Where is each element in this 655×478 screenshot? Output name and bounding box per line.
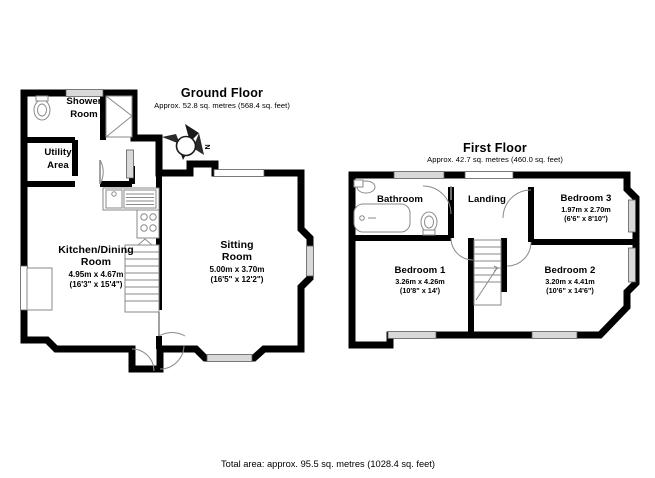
room-label-bedroom-3: Bedroom 3 <box>560 193 612 204</box>
room-label-shower-room-line1: Shower <box>66 96 102 107</box>
room-dim-sitting-room-metric: 5.00m x 3.70m <box>209 265 265 274</box>
first-floor-subtitle: Approx. 42.7 sq. metres (460.0 sq. feet) <box>427 155 563 164</box>
compass-north-label: N <box>202 144 210 150</box>
first-floor-drawing <box>348 171 640 349</box>
compass-rose-icon <box>162 124 204 160</box>
room-label-bedroom-2: Bedroom 2 <box>544 265 596 276</box>
room-dim-sitting-room-imperial: (16'5" x 12'2") <box>210 275 264 284</box>
ground-floor-doors <box>99 159 186 372</box>
room-dim-bedroom-1-imperial: (10'8" x 14') <box>399 286 441 295</box>
door-swing-bedroom3 <box>502 189 532 219</box>
kitchen-fixtures <box>102 187 160 239</box>
sink-icon <box>105 189 123 209</box>
bath-icon <box>353 203 411 233</box>
first-floor-title: First Floor <box>462 141 527 155</box>
room-label-sitting-room-line2: Room <box>221 251 253 263</box>
ground-floor-windows <box>20 89 314 362</box>
door-swing-bedroom1 <box>450 237 474 261</box>
bathroom-fixtures <box>353 179 438 236</box>
first-floor-doors <box>422 185 532 267</box>
room-label-sitting-room-line1: Sitting <box>220 239 254 251</box>
door-swing-bedroom2 <box>506 241 532 267</box>
room-dim-bedroom-1-metric: 3.26m x 4.26m <box>395 277 445 286</box>
door-swing-bathroom <box>422 185 452 215</box>
room-dim-kitchen-dining-imperial: (16'3" x 15'4") <box>69 280 123 289</box>
door-swing-sitting <box>158 332 186 337</box>
room-dim-bedroom-3-metric: 1.97m x 2.70m <box>561 205 611 214</box>
hob-icon <box>123 189 157 209</box>
ground-floor-title: Ground Floor <box>180 86 264 100</box>
room-dim-kitchen-dining-metric: 4.95m x 4.67m <box>68 270 124 279</box>
ground-floor-outer-wall <box>20 89 314 373</box>
room-label-kitchen-dining-line2: Room <box>80 256 112 268</box>
kitchen-left-unit <box>26 267 53 311</box>
room-label-shower-room-line2: Room <box>70 109 98 120</box>
first-floor-stairs <box>473 239 502 306</box>
ground-floor-drawing <box>20 89 314 373</box>
total-area-label: Total area: approx. 95.5 sq. metres (102… <box>221 459 435 469</box>
room-label-utility-area-line1: Utility <box>44 147 72 158</box>
door-swing-kitchen-rear <box>131 348 155 372</box>
room-dim-bedroom-3-imperial: (6'6" x 8'10") <box>564 214 608 223</box>
ground-floor-subtitle: Approx. 52.8 sq. metres (568.4 sq. feet) <box>154 101 290 110</box>
room-label-bedroom-1: Bedroom 1 <box>394 265 446 276</box>
room-label-landing: Landing <box>467 194 506 205</box>
ground-floor-stairs <box>124 238 160 313</box>
room-label-utility-area-line2: Area <box>47 160 69 171</box>
shower-enclosure-icon <box>105 95 133 138</box>
room-label-bathroom: Bathroom <box>376 194 424 205</box>
room-label-kitchen-dining-line1: Kitchen/Dining <box>58 244 134 256</box>
room-dim-bedroom-2-metric: 3.20m x 4.41m <box>545 277 595 286</box>
first-floor-windows <box>387 171 636 339</box>
first-floor-outer-wall <box>348 171 640 349</box>
room-dim-bedroom-2-imperial: (10'6" x 14'6") <box>546 286 594 295</box>
door-swing-entrance <box>159 344 185 370</box>
shower-room-fixtures <box>33 95 133 138</box>
